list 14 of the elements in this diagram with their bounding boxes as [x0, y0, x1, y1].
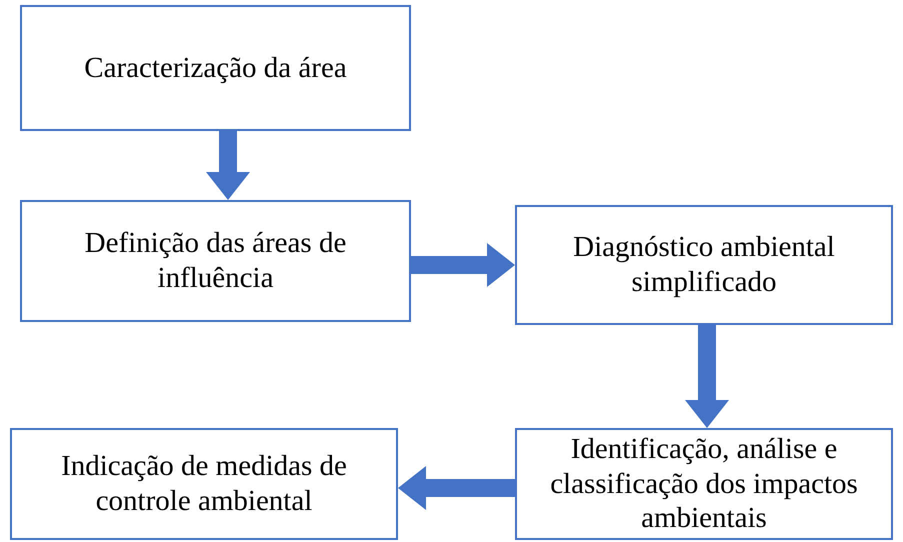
process-box	[515, 428, 893, 540]
box-label: Definição das áreas de influência	[84, 226, 348, 296]
arrow	[398, 466, 515, 510]
box-label: Identificação, análise e classificação dos impactos ambientais	[549, 432, 859, 536]
arrow	[206, 131, 250, 200]
box-label: Indicação de medidas de controle ambiental	[60, 449, 348, 519]
arrow	[411, 243, 515, 287]
box-label: Caracterização da área	[84, 50, 347, 86]
box-label: Diagnóstico ambiental simplificado	[572, 230, 836, 300]
process-box	[515, 205, 893, 325]
process-box	[10, 428, 398, 540]
process-box	[20, 200, 411, 322]
process-box	[20, 5, 411, 131]
arrow	[685, 325, 729, 428]
